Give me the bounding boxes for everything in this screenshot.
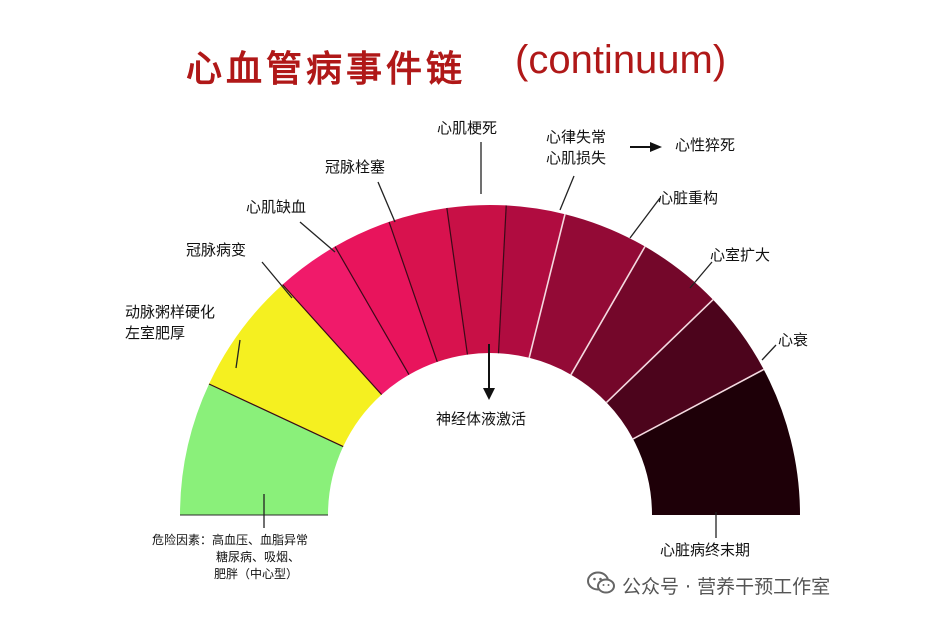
watermark-text: 公众号 · 营养干预工作室 xyxy=(622,576,831,598)
label-risk-factors-line3: 肥胖（中心型） xyxy=(214,567,299,581)
label-risk-factors-line2: 糖尿病、吸烟、 xyxy=(216,550,301,564)
arc-segment-6 xyxy=(498,205,565,358)
label-myocardial-infarction: 心肌梗死 xyxy=(437,119,498,137)
arc-segment-4 xyxy=(389,208,468,362)
wechat-icon xyxy=(587,571,615,594)
label-lv-hypertrophy: 左室肥厚 xyxy=(125,324,186,342)
arc-divider-3 xyxy=(334,246,410,376)
arc-divider-8 xyxy=(570,246,646,376)
label-arrhythmia: 心律失常 xyxy=(546,128,607,146)
arc-divider-2 xyxy=(282,284,383,396)
label-atherosclerosis: 动脉粥样硬化 xyxy=(125,303,216,321)
label-end-stage-heart-disease: 心脏病终末期 xyxy=(660,541,751,559)
arc-divider-9 xyxy=(605,299,714,404)
label-neurohumoral-activation: 神经体液激活 xyxy=(436,410,527,428)
arc-divider-5 xyxy=(446,207,469,355)
arc-segment-1 xyxy=(209,284,382,447)
arc-segment-8 xyxy=(571,246,713,403)
label-myocardial-loss: 心肌损失 xyxy=(546,149,607,167)
arc-divider-1 xyxy=(208,383,344,448)
arc-divider-7 xyxy=(528,214,566,359)
arc-segment-7 xyxy=(529,214,645,375)
arc-segment-9 xyxy=(606,299,764,439)
arc-segment-2 xyxy=(282,246,409,395)
title-english: (continuum) xyxy=(515,38,727,82)
label-coronary-lesion: 冠脉病变 xyxy=(186,241,247,259)
label-risk-factors: 危险因素：高血压、血脂异常 xyxy=(152,533,309,547)
title-chinese: 心血管病事件链 xyxy=(186,48,467,90)
arc-divider-6 xyxy=(497,205,507,354)
label-sudden-cardiac-death: 心性猝死 xyxy=(675,136,736,154)
label-heart-failure: 心衰 xyxy=(778,331,809,349)
arc-divider-4 xyxy=(388,221,438,363)
arc-segment-0 xyxy=(180,383,344,515)
arc-divider-10 xyxy=(632,368,765,440)
arc-segment-10 xyxy=(633,369,800,515)
label-myocardial-ischemia: 心肌缺血 xyxy=(246,198,307,216)
label-cardiac-remodeling: 心脏重构 xyxy=(658,189,719,207)
label-coronary-embolism: 冠脉栓塞 xyxy=(325,158,386,176)
label-ventricular-dilation: 心室扩大 xyxy=(710,246,771,264)
arc-segment-5 xyxy=(446,205,507,355)
arc-segment-3 xyxy=(335,221,438,375)
